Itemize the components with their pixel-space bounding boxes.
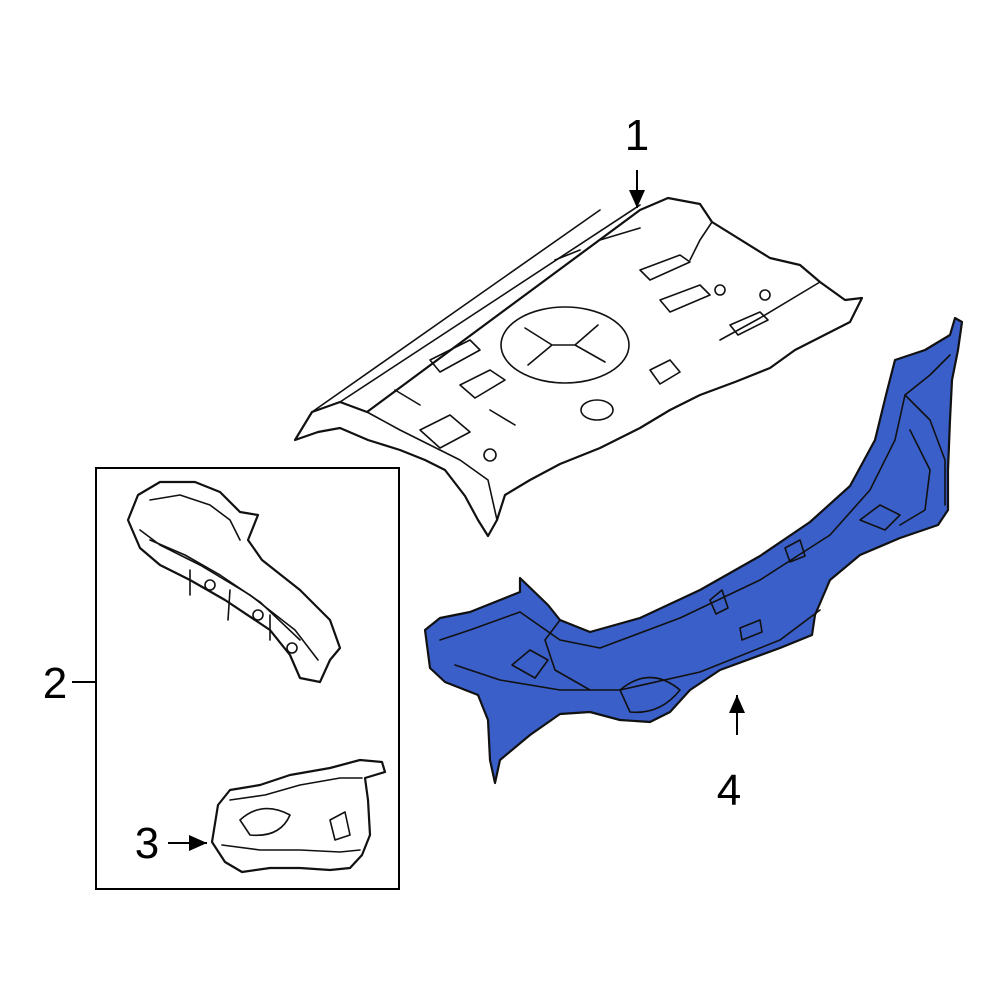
callout-4: 4 <box>717 695 745 815</box>
callout-2: 2 <box>43 659 96 708</box>
part-4-rear-body-panel[interactable] <box>423 316 964 785</box>
callout-3-label: 3 <box>135 819 159 868</box>
callout-3: 3 <box>135 819 207 868</box>
part-2-rear-rail[interactable] <box>126 480 342 684</box>
callout-1: 1 <box>625 111 649 208</box>
callout-1-label: 1 <box>625 111 649 160</box>
inset-box <box>95 467 400 890</box>
callout-4-label: 4 <box>717 766 741 815</box>
part-3-bracket[interactable] <box>210 758 387 874</box>
part-1-rear-floor-pan[interactable] <box>293 196 864 538</box>
callout-2-label: 2 <box>43 659 67 708</box>
